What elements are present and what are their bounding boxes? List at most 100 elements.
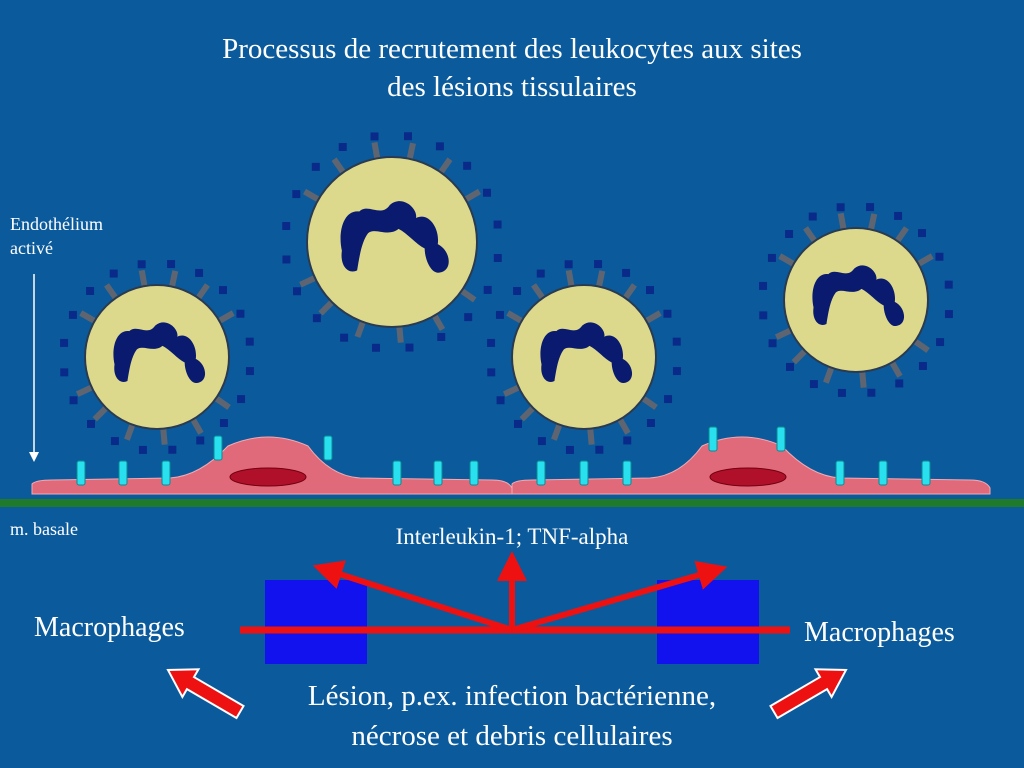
receptor-dot [293, 287, 302, 296]
leukocyte-body [511, 284, 657, 430]
receptor-dot [219, 418, 228, 427]
receptor-dot [195, 268, 204, 277]
receptor-dot [311, 162, 320, 171]
leukocyte [759, 203, 953, 397]
lesion-label: Lésion, p.ex. infection bactérienne, néc… [0, 676, 1024, 756]
receptor-dot [168, 445, 177, 454]
endothelium-label-line-1: Endothélium [10, 214, 103, 234]
adhesion-molecule [878, 460, 888, 486]
endothelium-label-line-2: activé [10, 238, 53, 258]
endothelium-pointer-head [29, 452, 39, 462]
receptor-dot [236, 309, 245, 318]
leukocyte [60, 260, 254, 454]
receptor-dot [785, 230, 794, 239]
receptor-dot [935, 252, 944, 261]
receptor-dot [493, 253, 502, 262]
receptor-dot [537, 437, 546, 446]
endothelium-layer [31, 426, 991, 495]
receptor-dot [496, 396, 505, 405]
receptor-dot [245, 367, 254, 376]
receptor-dot [110, 437, 119, 446]
receptor-dot [768, 339, 777, 348]
receptor-dot [917, 229, 926, 238]
endothelial-nucleus [709, 467, 787, 487]
receptor-dot [836, 203, 845, 212]
receptor-dot [405, 343, 414, 352]
receptor-dot [895, 379, 904, 388]
leukocyte-nucleus [113, 322, 206, 384]
receptor-dot [672, 337, 681, 346]
receptor-dot [87, 419, 96, 428]
endothelial-nucleus [229, 467, 307, 487]
receptor-dot [109, 269, 118, 278]
receptor-dot [944, 310, 953, 319]
receptor-dot [759, 281, 768, 290]
receptor-dot [595, 445, 604, 454]
receptor-dot [894, 211, 903, 220]
adhesion-molecule [433, 460, 443, 486]
macrophages-label-left: Macrophages [34, 612, 185, 643]
receptor-dot [759, 311, 768, 320]
leukocyte-nucleus [540, 322, 633, 384]
cytokines-label: Interleukin-1; TNF-alpha [395, 524, 629, 549]
receptor-dot [437, 332, 446, 341]
adhesion-molecule [161, 460, 171, 486]
adhesion-molecule [622, 460, 632, 486]
title-line-2: des lésions tissulaires [387, 71, 637, 103]
adhesion-molecule [536, 460, 546, 486]
receptor-dot [464, 313, 473, 322]
adhesion-molecule [469, 460, 479, 486]
diagram-title: Processus de recrutement des leukocytes … [0, 30, 1024, 106]
endothelium-label: Endothélium activé [10, 212, 140, 260]
adhesion-molecule [76, 460, 86, 486]
receptor-dot [138, 445, 147, 454]
adhesion-molecule [118, 460, 128, 486]
receptor-dot [282, 255, 291, 264]
receptor-dot [69, 396, 78, 405]
receptor-dot [86, 287, 95, 296]
receptor-dot [487, 368, 496, 377]
receptor-dot [218, 286, 227, 295]
receptor-dot [237, 395, 246, 404]
adhesion-molecule [213, 435, 223, 461]
receptor-dot [645, 286, 654, 295]
receptor-dot [536, 269, 545, 278]
leukocyte-nucleus [340, 201, 449, 273]
receptor-dot [292, 190, 301, 199]
receptor-dot [594, 260, 603, 269]
receptor-dot [672, 367, 681, 376]
title-line-1: Processus de recrutement des leukocytes … [222, 33, 802, 65]
adhesion-molecule [579, 460, 589, 486]
block-arrow-shape [166, 668, 245, 720]
receptor-dot [372, 343, 381, 352]
adhesion-molecule [392, 460, 402, 486]
leukocytes [60, 132, 953, 454]
adhesion-molecule [708, 426, 718, 452]
receptor-dot [282, 222, 291, 231]
receptor-dot [918, 361, 927, 370]
receptor-dot [564, 260, 573, 269]
receptor-dot [167, 260, 176, 269]
leukocyte-body [783, 227, 929, 373]
leukocyte-body [84, 284, 230, 430]
receptor-dot [137, 260, 146, 269]
adhesion-molecule [835, 460, 845, 486]
receptor-dot [837, 388, 846, 397]
adhesion-molecule [323, 435, 333, 461]
receptor-dot [403, 132, 412, 141]
receptor-dot [463, 161, 472, 170]
block-arrow-right [769, 668, 848, 720]
receptor-dot [786, 362, 795, 371]
receptor-dot [487, 338, 496, 347]
leukocyte-body [306, 156, 478, 328]
receptor-dot [340, 333, 349, 342]
receptor-dot [68, 310, 77, 319]
arrow-left-up [312, 560, 513, 633]
macrophage-block-right [657, 580, 759, 664]
receptor-dot [60, 338, 69, 347]
receptor-dot [495, 310, 504, 319]
receptor-dot [435, 142, 444, 151]
receptor-dot [867, 388, 876, 397]
macrophages-label-right: Macrophages [804, 617, 955, 648]
